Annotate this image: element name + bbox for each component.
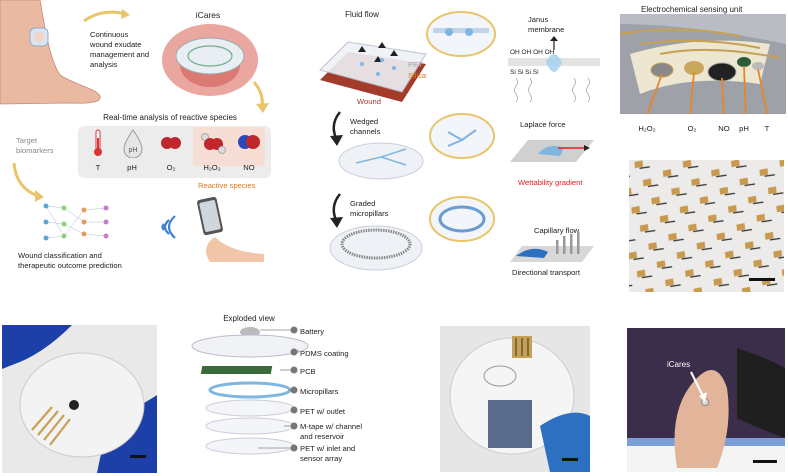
wedged-text-1: Wedged: [350, 117, 379, 126]
janus-zoom-circle: [426, 11, 496, 57]
layer-mtape-1: M-tape w/ channel: [300, 422, 363, 431]
directional-label: Directional transport: [512, 268, 580, 277]
janus-text-2: membrane: [528, 25, 565, 34]
icares-title: iCares: [195, 10, 221, 20]
target-text-2: biomarkers: [16, 146, 54, 155]
wireless-icon: [161, 215, 176, 239]
continuous-text-4: analysis: [90, 60, 118, 69]
realtime-title: Real-time analysis of reactive species: [103, 113, 237, 122]
layer-pet-inlet-2: sensor array: [300, 454, 343, 463]
graded-text-1: Graded: [350, 199, 376, 208]
species-label-h2o2: H₂O₂: [203, 163, 221, 172]
down-arrow-2-icon: [330, 193, 343, 228]
continuous-text-1: Continuous: [90, 30, 129, 39]
continuous-text-2: wound exudate: [90, 40, 142, 49]
capillary-label: Capillary flow: [534, 226, 580, 235]
wedged-text-2: channels: [350, 127, 381, 136]
foot-photo: iCares: [627, 328, 785, 472]
janus-chemistry-diagram: [508, 36, 600, 103]
wedged-zoom-circle: [429, 113, 495, 159]
h2o2-molecule-icon: [201, 133, 226, 154]
species-label-t: T: [95, 163, 101, 172]
target-text-1: Target: [16, 136, 38, 145]
micropillar-zoom-circle: [429, 196, 495, 242]
sensing-unit-photo: [620, 14, 786, 114]
capillary-diagram: [510, 232, 594, 262]
pet-label: PET: [408, 60, 423, 69]
down-arrow-1-icon: [330, 111, 343, 146]
wound-text-2: therapeutic outcome prediction: [18, 261, 122, 270]
sensor-label-t: T: [764, 124, 770, 133]
species-label-no: NO: [243, 163, 255, 172]
micropillar-ring-illustration: [329, 225, 423, 271]
laplace-label: Laplace force: [520, 120, 566, 129]
wedged-channel-illustration: [338, 142, 424, 180]
thermometer-icon: [94, 129, 102, 156]
si-row-label: Si Si Si Si: [510, 69, 539, 76]
oh-row-label: OH OH OH OH: [510, 49, 555, 56]
laplace-diagram: [510, 140, 594, 162]
exploded-title: Exploded view: [223, 314, 275, 323]
wettability-label: Wettability gradient: [518, 178, 583, 187]
icares-foot-label: iCares: [667, 360, 691, 369]
species-label-ph: pH: [127, 163, 137, 172]
wound-text-1: Wound classification and: [18, 251, 102, 260]
layer-pcb: PCB: [300, 367, 316, 376]
layer-pdms: PDMS coating: [300, 349, 349, 358]
species-label-o2: O₂: [166, 163, 176, 172]
exploded-layers-illustration: [191, 326, 309, 455]
sensor-label-no: NO: [718, 124, 730, 133]
svg-text:pH: pH: [129, 147, 138, 154]
phone-hand-illustration: [197, 196, 264, 262]
flexible-device-photo: [2, 325, 157, 473]
leg-illustration: [0, 0, 101, 105]
arrow-curve-icon: [12, 162, 44, 202]
sensing-unit-title: Electrochemical sensing unit: [641, 5, 743, 14]
scale-bar: [749, 278, 775, 281]
sensor-label-h2o2: H₂O₂: [638, 124, 656, 133]
continuous-text-3: management and: [90, 50, 150, 59]
fluid-flow-label: Fluid flow: [345, 10, 379, 19]
layer-micropillars: Micropillars: [300, 387, 339, 396]
layer-pet-outlet: PET w/ outlet: [300, 407, 346, 416]
silica-label: Silica: [408, 71, 427, 80]
layer-battery: Battery: [300, 327, 325, 336]
sensor-label-o2: O₂: [687, 124, 697, 133]
layer-mtape-2: and reservoir: [300, 432, 345, 441]
janus-text-1: Janus: [528, 15, 549, 24]
ph-drop-icon: pH: [123, 129, 143, 158]
layer-pet-inlet-1: PET w/ inlet and: [300, 444, 356, 453]
reactive-species-label: Reactive species: [198, 181, 256, 190]
wound-label: Wound: [357, 97, 381, 106]
assembled-device-photo: [440, 326, 590, 472]
graded-text-2: micropillars: [350, 209, 389, 218]
o2-molecule-icon: [161, 137, 181, 149]
no-molecule-icon: [238, 135, 260, 149]
sensor-array-photo: [629, 160, 784, 292]
device-illustration: [162, 24, 258, 96]
arrow-top-icon: [83, 9, 130, 23]
sensor-label-ph: pH: [739, 124, 749, 133]
arrow-down-icon: [252, 81, 269, 113]
wound-dressing-illustration: [319, 41, 427, 102]
neural-network-icon: [43, 203, 109, 241]
